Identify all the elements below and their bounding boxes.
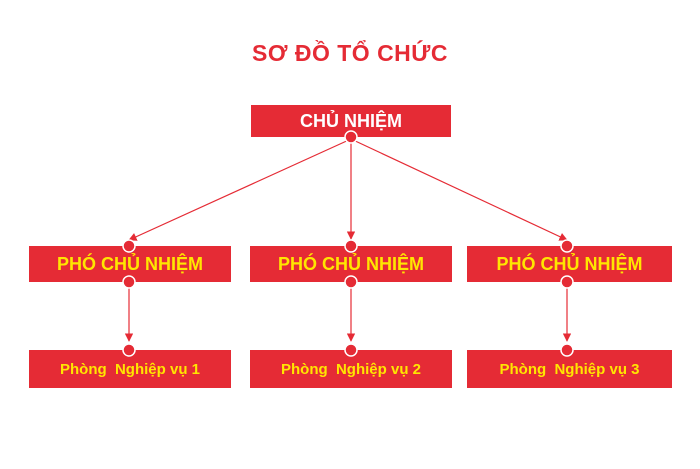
connector-chairman-vice-1	[128, 138, 352, 241]
junction-dot-vice-2-top	[344, 239, 358, 253]
chairman-box: CHỦ NHIỆM	[251, 105, 451, 137]
connector-chairman-vice-3	[350, 138, 568, 241]
junction-dot-vice-1-bottom	[122, 275, 136, 289]
junction-dot-vice-3-top	[560, 239, 574, 253]
department-box-3: Phòng Nghiệp vụ 3	[467, 350, 672, 388]
vice-chairman-label-1: PHÓ CHỦ NHIỆM	[56, 253, 203, 274]
junction-dot-vice-1-top	[122, 239, 136, 253]
junction-dot-dept-3	[560, 343, 574, 357]
junction-dot-vice-3-bottom	[560, 275, 574, 289]
diagram-title: SƠ ĐỒ TỔ CHỨC	[252, 40, 448, 66]
junction-dot-dept-2	[344, 343, 358, 357]
vice-chairman-label-3: PHÓ CHỦ NHIỆM	[496, 253, 643, 274]
department-label-1: Phòng Nghiệp vụ 1	[59, 360, 200, 378]
junction-dot-chairman	[344, 130, 358, 144]
junction-dot-dept-1	[122, 343, 136, 357]
department-label-3: Phòng Nghiệp vụ 3	[499, 360, 640, 378]
department-label-2: Phòng Nghiệp vụ 2	[280, 360, 421, 378]
chairman-label: CHỦ NHIỆM	[300, 110, 402, 131]
vice-chairman-label-2: PHÓ CHỦ NHIỆM	[277, 253, 424, 274]
junction-dot-vice-2-bottom	[344, 275, 358, 289]
